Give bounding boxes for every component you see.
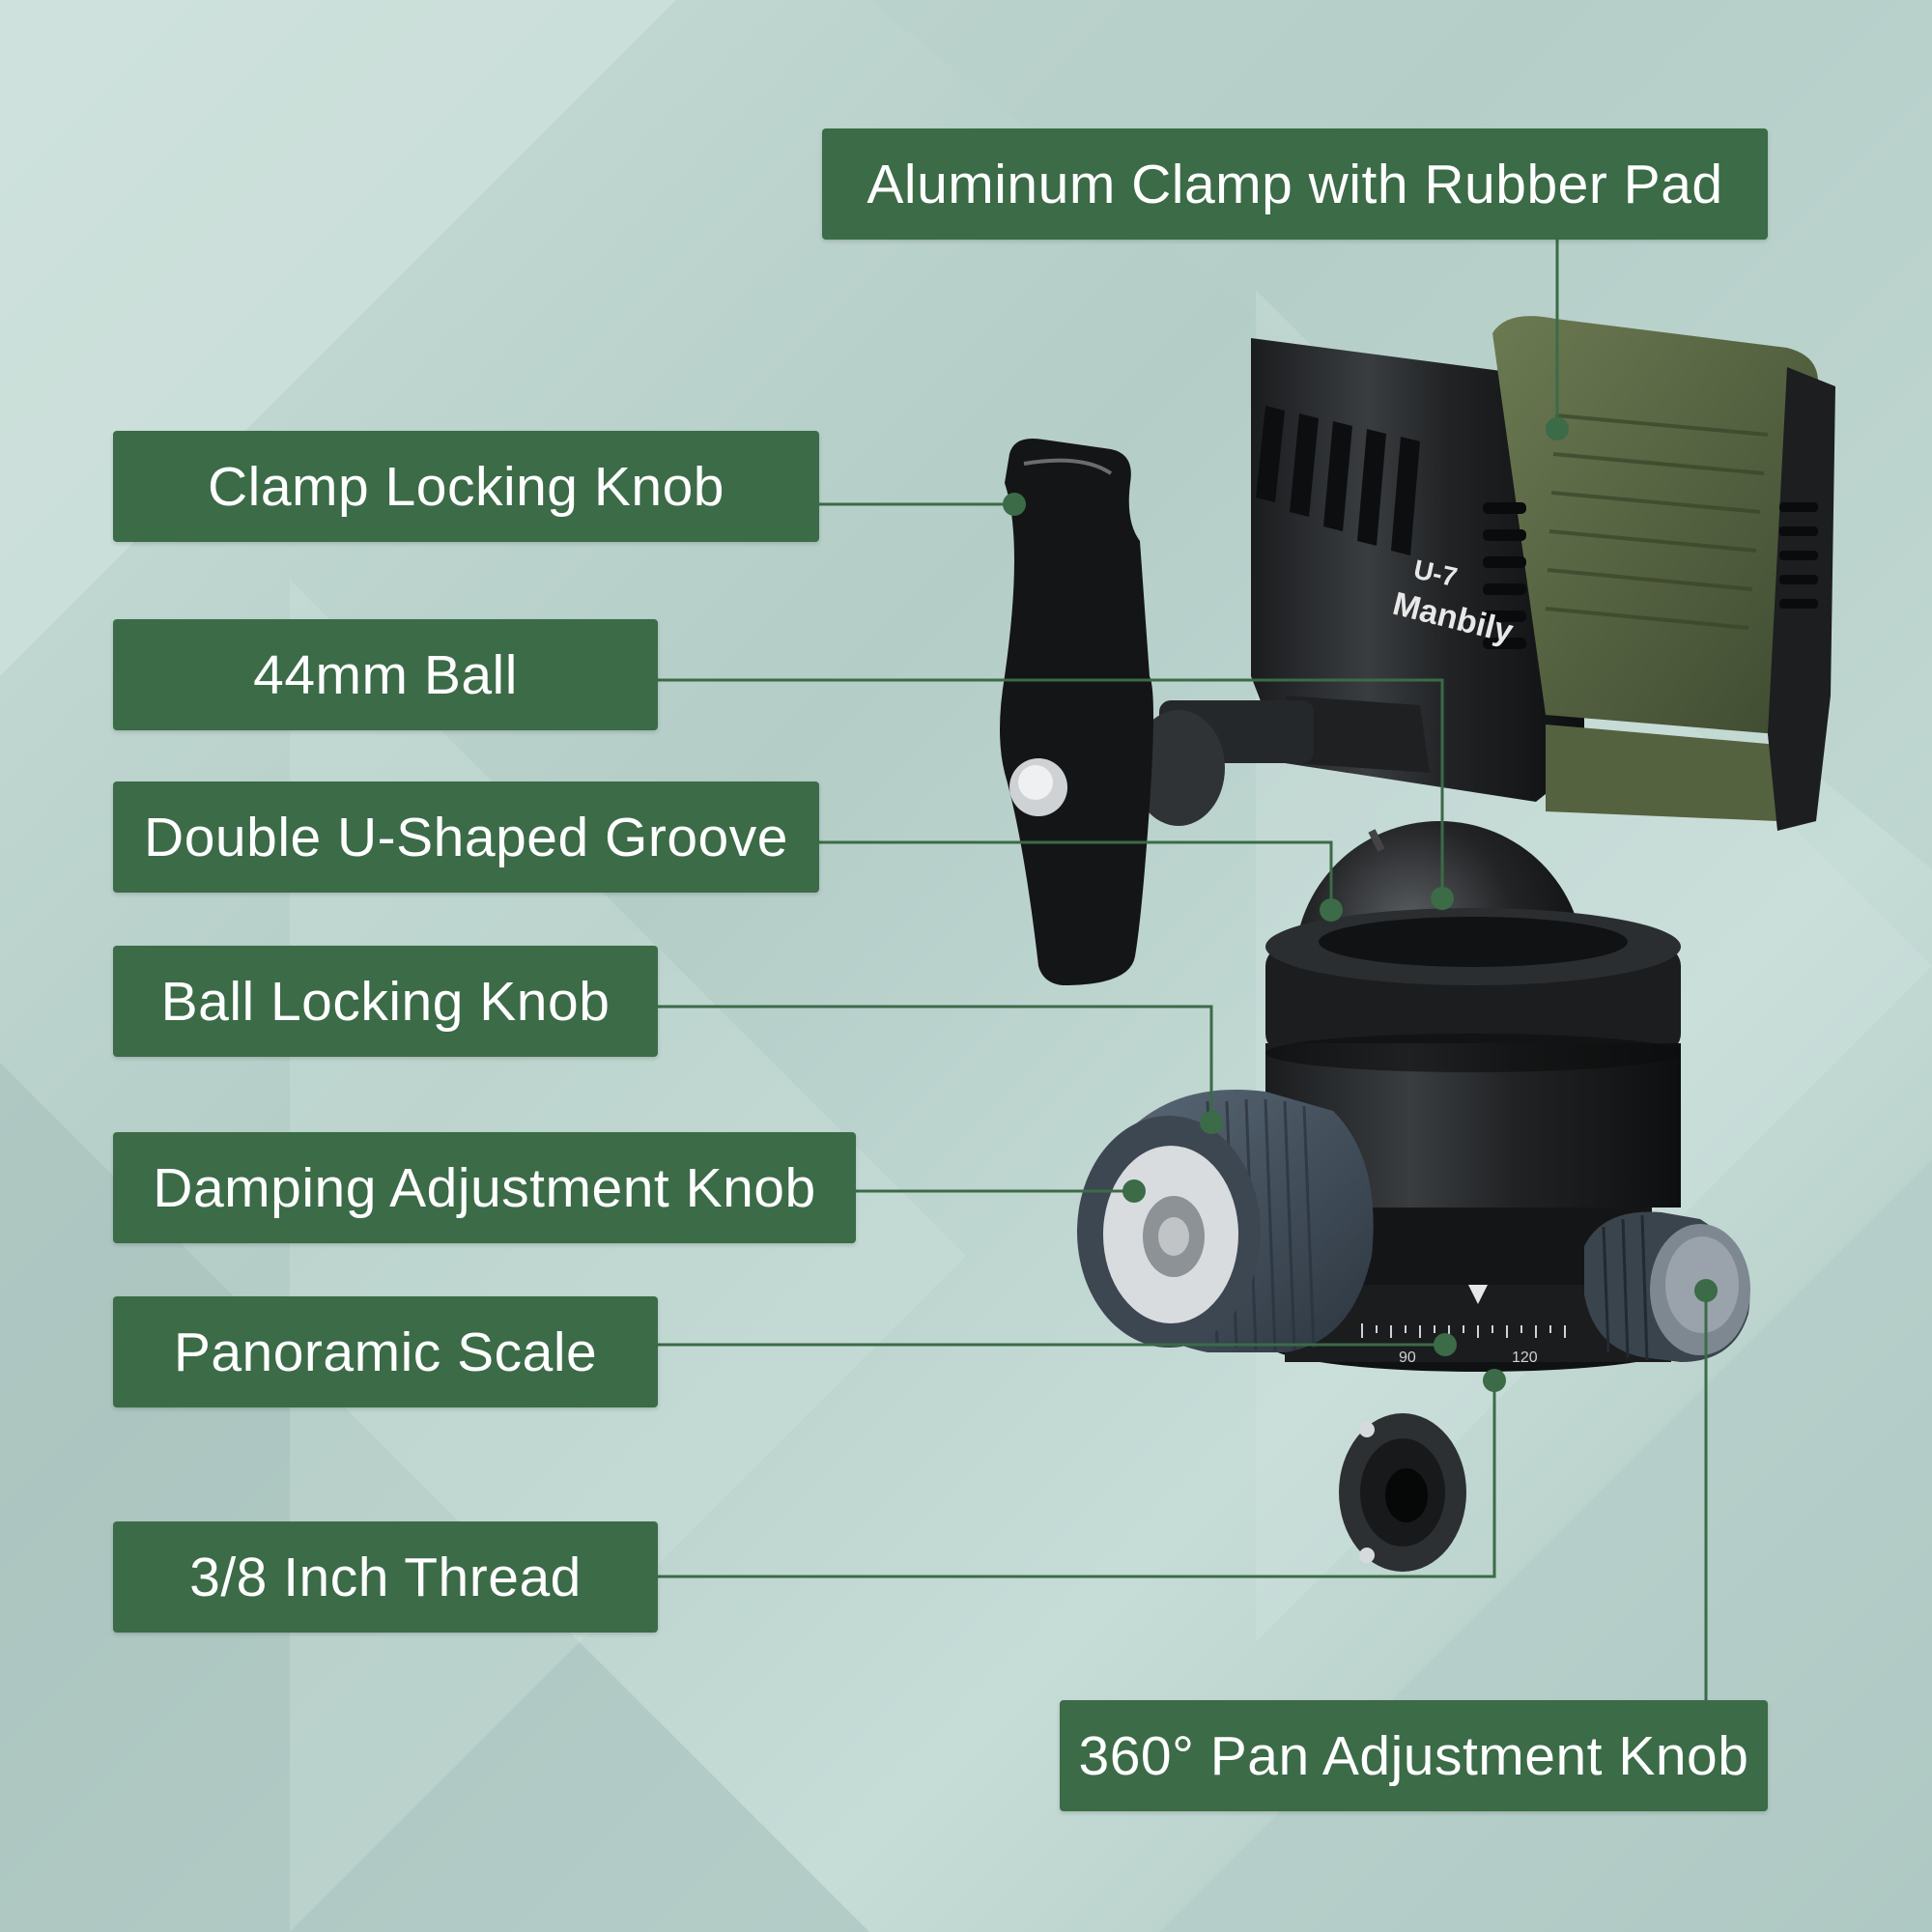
label-aluminum-clamp: Aluminum Clamp with Rubber Pad bbox=[822, 128, 1768, 240]
label-ball-locking-knob: Ball Locking Knob bbox=[113, 946, 658, 1057]
label-clamp-locking-knob: Clamp Locking Knob bbox=[113, 431, 819, 542]
scale-mark-120: 120 bbox=[1512, 1350, 1538, 1366]
label-panoramic-scale: Panoramic Scale bbox=[113, 1296, 658, 1407]
label-double-u-groove: Double U-Shaped Groove bbox=[113, 781, 819, 893]
scale-mark-90: 90 bbox=[1399, 1350, 1416, 1366]
label-ball-44mm: 44mm Ball bbox=[113, 619, 658, 730]
label-thread-3-8: 3/8 Inch Thread bbox=[113, 1521, 658, 1633]
label-pan-knob: 360° Pan Adjustment Knob bbox=[1060, 1700, 1768, 1811]
label-damping-knob: Damping Adjustment Knob bbox=[113, 1132, 856, 1243]
